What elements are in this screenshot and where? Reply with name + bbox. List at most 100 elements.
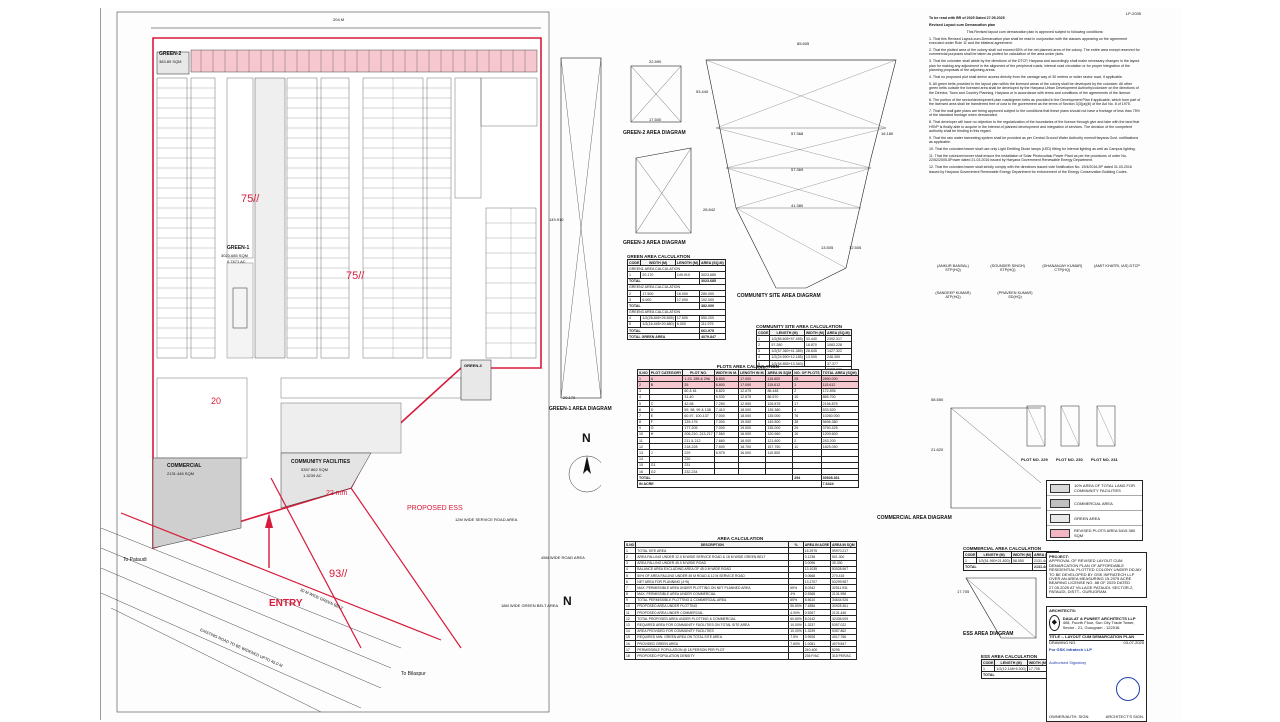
plot-diagrams bbox=[1026, 405, 1116, 447]
community-table-title: COMMUNITY SITE AREA CALCULATION bbox=[756, 324, 842, 329]
north-arrow-2-icon: N bbox=[563, 594, 572, 608]
signatory: (SANDEEP KUMAR) ATP(HQ) bbox=[935, 291, 971, 299]
title-line-1: To be read with BR of 2025 Dated 27.05.2… bbox=[929, 16, 1005, 21]
legend-swatch bbox=[1050, 528, 1070, 538]
plots-acre-label: IN ACRE bbox=[637, 480, 822, 488]
green-grand-total: 4079.847 bbox=[699, 333, 726, 341]
title-line-2: Revised Layout cum Demarcation plan bbox=[929, 23, 996, 28]
community-acre: 1.3239 AC bbox=[303, 473, 322, 478]
area-table-title: AREA CALCULATION bbox=[717, 536, 764, 541]
green2-label: GREEN-2 bbox=[159, 51, 182, 57]
commercial-area: 2131.446 SQM bbox=[167, 471, 194, 476]
community-label: COMMUNITY FACILITIES bbox=[291, 459, 351, 465]
project-text: APPROVAL OF REVISED LAYOUT CUM DEMARCATI… bbox=[1049, 558, 1142, 595]
table-cell: 318 PER/AC bbox=[830, 652, 857, 660]
dim-58550: 58.550 bbox=[931, 397, 944, 402]
plots-acre: 7.6424 bbox=[820, 480, 859, 488]
to-bilaspur-label: To Bilaspur bbox=[401, 671, 426, 677]
condition-item: 6. The portion of the sector/development… bbox=[929, 97, 1141, 107]
condition-item: 9. That the rain water harvesting system… bbox=[929, 135, 1139, 145]
dim-16180: 16.180 bbox=[881, 131, 894, 136]
diagram-green1-caption: GREEN-1 AREA DIAGRAM bbox=[549, 406, 612, 412]
dimension-22mm: 22 mm bbox=[326, 490, 348, 497]
plot-230-caption: PLOT NO. 230 bbox=[1056, 457, 1083, 462]
dim-85605: 85.605 bbox=[797, 41, 810, 46]
legend-swatch bbox=[1050, 513, 1070, 523]
area-diagrams bbox=[560, 57, 1041, 639]
legend: 10% AREA OF TOTAL LAND FOR COMMUNITY FAC… bbox=[1046, 480, 1143, 541]
commercial-area-table: COMMERCIAL AREA CALCULATION CODE LENGTH … bbox=[962, 546, 1059, 571]
diagram-ess-caption: ESS AREA DIAGRAM bbox=[963, 631, 1014, 637]
green-belt-18m-label: 18M WIDE GREEN BELT AREA bbox=[501, 603, 559, 608]
conditions-intro: This Revised layout cum demarcation plan… bbox=[966, 29, 1104, 34]
legend-label: GREEN AREA bbox=[1074, 515, 1101, 521]
condition-item: 5. All green belts provided in the layou… bbox=[929, 81, 1139, 95]
top-dimension: 204 M bbox=[333, 17, 345, 22]
community-area: 5357.862 SQM bbox=[301, 467, 328, 472]
condition-item: 3. That the colonizer shall abide by the… bbox=[929, 59, 1140, 73]
signatory: (AMIT KHATRI, IAS) DTCP bbox=[1094, 264, 1140, 268]
condition-item: 8. That developer will have no objection… bbox=[929, 120, 1140, 134]
diagram-community-caption: COMMUNITY SITE AREA DIAGRAM bbox=[737, 293, 821, 299]
legend-label: 10% AREA OF TOTAL LAND FOR COMMUNITY FAC… bbox=[1074, 483, 1135, 493]
green-table-title: GREEN AREA CALCULATION bbox=[627, 254, 691, 259]
owner-seal-icon bbox=[1116, 677, 1140, 701]
drawing-date: 03-07-2025 bbox=[1123, 639, 1144, 645]
architect-firm: DAULAT & PUNEET ARCHITECTS LLP bbox=[1062, 615, 1136, 621]
condition-item: 2. That the plotted area of the colony s… bbox=[929, 48, 1140, 57]
green2-area: 383.89 SQM bbox=[159, 59, 182, 64]
area-calculation-table: AREA CALCULATION S.NO DESCRIPTION % AREA… bbox=[623, 536, 857, 660]
drawing-title: TITLE :- LAYOUT CUM DEMARCATION PLAN bbox=[1049, 634, 1144, 639]
table-cell: PROPOSED POPULATION DENSITY bbox=[635, 652, 790, 660]
legend-item: REVISED PLOTS AREA 5415.360 SQM bbox=[1047, 526, 1142, 540]
legend-label: REVISED PLOTS AREA 5415.360 SQM bbox=[1074, 528, 1136, 538]
condition-item: 4. That no proposed plot shall derive ac… bbox=[929, 75, 1123, 80]
dim-17705: 17.705 bbox=[957, 589, 970, 594]
dim-12505: 12.505 bbox=[849, 245, 862, 250]
table-cell bbox=[788, 652, 804, 660]
green3-label: GREEN-3 bbox=[464, 363, 482, 368]
proposed-ess-label: PROPOSED ESS bbox=[407, 505, 463, 512]
project-heading: PROJECT: bbox=[1049, 554, 1069, 559]
approval-conditions: LP-2035 To be read with BR of 2025 Dated… bbox=[929, 11, 1141, 176]
doc-code: LP-2035 bbox=[1125, 11, 1141, 16]
condition-item: 11. That the colonizer/owner shall ensur… bbox=[929, 153, 1127, 163]
owner-sign: Authorised Signatory bbox=[1049, 659, 1087, 665]
drawing-no-label: DRAWING NO. bbox=[1049, 639, 1077, 645]
condition-item: 12. That the colonizer/owner shall stric… bbox=[929, 165, 1132, 174]
diagram-green3-caption: GREEN-3 AREA DIAGRAM bbox=[623, 240, 686, 246]
dim-17500: 17.500 bbox=[649, 117, 662, 122]
legend-item: GREEN AREA bbox=[1047, 511, 1142, 526]
dim-13505: 13.505 bbox=[821, 245, 834, 250]
architect-logo-icon: ◆ bbox=[1049, 615, 1060, 632]
to-pataudi-label: To Pataudi bbox=[123, 557, 147, 563]
commercial-table-title: COMMERCIAL AREA CALCULATION bbox=[963, 546, 1041, 551]
signatory: (PRAVEEN KUMAR) SD(HQ) bbox=[997, 291, 1033, 299]
architect-block: ARCHITECTS: ◆ DAULAT & PUNEET ARCHITECTS… bbox=[1046, 606, 1147, 722]
dim-28842: 28.842 bbox=[703, 207, 716, 212]
signatories-bottom: (SANDEEP KUMAR) ATP(HQ) (PRAVEEN KUMAR) … bbox=[929, 291, 1039, 299]
legend-swatch bbox=[1050, 483, 1070, 493]
diagram-green2-caption: GREEN-2 AREA DIAGRAM bbox=[623, 130, 686, 136]
commercial-total-label: TOTAL bbox=[962, 563, 1034, 571]
legend-item: 10% AREA OF TOTAL LAND FOR COMMUNITY FAC… bbox=[1047, 481, 1142, 496]
project-block: PROJECT: APPROVAL OF REVISED LAYOUT CUM … bbox=[1046, 552, 1147, 598]
table-cell: 236 P/AC bbox=[802, 652, 832, 660]
legend-swatch bbox=[1050, 498, 1070, 508]
ess-table-title: ESS AREA CALCULATION bbox=[981, 654, 1038, 659]
dim-53440: 53.440 bbox=[696, 89, 709, 94]
plot-number-20: 20 bbox=[211, 396, 222, 406]
service-road-label: 12M WIDE SERVICE ROAD AREA bbox=[455, 517, 518, 522]
architect-address: 408, Fourth Floor, Sun City Trade Tower,… bbox=[1062, 620, 1135, 630]
legend-label: COMMERCIAL AREA bbox=[1074, 500, 1113, 506]
architect-sign-label: ARCHITECT'S SIGN. bbox=[1105, 713, 1144, 719]
owner-name: For GSK Infratech LLP bbox=[1049, 647, 1092, 653]
green1-acre: 0.7471 AC bbox=[227, 259, 246, 264]
legend-item: COMMERCIAL AREA bbox=[1047, 496, 1142, 511]
road-45m-label: 45M WIDE ROAD AREA bbox=[541, 555, 585, 560]
diagram-commercial-caption: COMMERCIAL AREA DIAGRAM bbox=[877, 515, 952, 521]
signatory: (DHANANJAY KUMAR) CTP(HQ) bbox=[1042, 264, 1083, 272]
